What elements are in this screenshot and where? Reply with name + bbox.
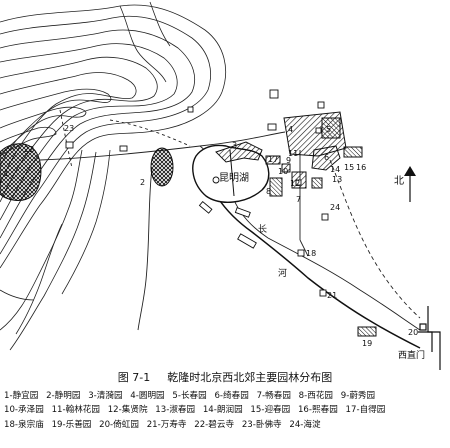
north-label: 北: [394, 175, 404, 187]
site-number-9: 9: [286, 156, 291, 165]
legend-item: 10-承泽园: [4, 405, 44, 416]
site-number-17: 17: [268, 155, 278, 164]
kunming-lake-label: 昆明湖: [219, 172, 249, 184]
site-number-23: 23: [64, 124, 74, 133]
river-label: 河: [278, 267, 287, 279]
figure-caption: 图 7-1 乾隆时北京西北郊主要园林分布图: [0, 371, 450, 385]
site-number-5: 5: [326, 125, 331, 134]
small-buildings: [65, 89, 329, 297]
legend-item: 6-绮春园: [214, 391, 249, 401]
place-labels: 昆明湖 长 河 西直门: [219, 172, 425, 361]
legend-item: 24-海淀: [289, 419, 321, 430]
legend-item: 13-淑春园: [155, 405, 196, 416]
site-number-22: 22: [24, 145, 34, 154]
legend-row: 18-泉宗庙 19-乐善园 20-倚虹园 21-万寿寺 22-碧云寺 23-卧佛…: [4, 418, 448, 432]
legend-item: 16-熙春园: [297, 405, 338, 416]
site-number-15: 15: [344, 163, 354, 172]
legend-item: 2-静明园: [46, 391, 81, 401]
legend-item: 21-万寿寺: [146, 419, 187, 430]
site-number-4: 4: [288, 125, 293, 134]
site-number-13: 13: [332, 175, 342, 184]
site-number-21: 21: [327, 291, 337, 300]
legend-item: 20-倚虹园: [99, 419, 139, 430]
xizhimen-label: 西直门: [398, 349, 425, 361]
site-number-labels: 1 2 3 4 5 6 7 8 9 10 11 12 13 14 15 16 1…: [4, 124, 418, 348]
legend-item: 19-乐善园: [51, 419, 92, 430]
site-number-24: 24: [330, 203, 340, 212]
legend-item: 12-集贤院: [107, 405, 148, 416]
site-number-20: 20: [408, 328, 418, 337]
figure-title: 乾隆时北京西北郊主要园林分布图: [167, 371, 333, 384]
legend-item: 18-泉宗庙: [4, 419, 44, 430]
legend-item: 7-畅春园: [256, 391, 291, 401]
legend-row: 1-静宜园 2-静明园 3-清漪园 4-圆明园 5-长春园 6-绮春园 7-畅春…: [4, 389, 448, 403]
site-number-2: 2: [140, 178, 145, 187]
figure-number: 图 7-1: [117, 371, 151, 384]
garden-areas: [0, 111, 377, 337]
legend-item: 9-蔚秀园: [340, 391, 376, 401]
terrain-contours: [0, 1, 226, 351]
site-number-18: 18: [306, 249, 316, 258]
legend-item: 8-西花园: [298, 391, 334, 401]
garden-distribution-map: 北 昆明湖 长 河 西直门 1 2 3 4 5 6 7 8 9 10 11 12…: [0, 1, 441, 370]
north-arrow: 北: [394, 166, 416, 202]
site-number-8: 8: [266, 187, 271, 196]
site-number-6: 6: [324, 153, 329, 162]
legend-item: 14-朗润园: [202, 405, 243, 416]
site-number-12: 12: [290, 179, 300, 188]
legend-item: 17-自得园: [345, 405, 386, 416]
site-number-10: 10: [278, 167, 288, 176]
site-number-19: 19: [362, 339, 372, 348]
site-number-11: 11: [288, 149, 298, 158]
site-number-7: 7: [296, 195, 301, 204]
legend-item: 4-圆明园: [130, 391, 165, 401]
site-number-3: 3: [232, 141, 237, 150]
site-number-14: 14: [330, 165, 340, 174]
river-long-river: [217, 197, 421, 349]
site-number-1: 1: [4, 169, 9, 178]
long-river-label: 长: [258, 223, 267, 235]
legend-item: 22-碧云寺: [194, 419, 235, 430]
xizhimen-gate: [418, 306, 441, 370]
legend-item: 5-长春园: [172, 391, 207, 401]
legend-row: 10-承泽园 11-翰林花园 12-集贤院 13-淑春园 14-朗润园 15-迎…: [4, 403, 448, 417]
legend-item: 23-卧佛寺: [241, 419, 282, 430]
legend-item: 1-静宜园: [4, 391, 39, 401]
legend-item: 15-迎春园: [250, 405, 291, 416]
site-number-16: 16: [356, 163, 366, 172]
legend-item: 11-翰林花园: [51, 405, 100, 416]
legend: 1-静宜园 2-静明园 3-清漪园 4-圆明园 5-长春园 6-绮春园 7-畅春…: [4, 389, 448, 432]
legend-item: 3-清漪园: [88, 391, 123, 401]
